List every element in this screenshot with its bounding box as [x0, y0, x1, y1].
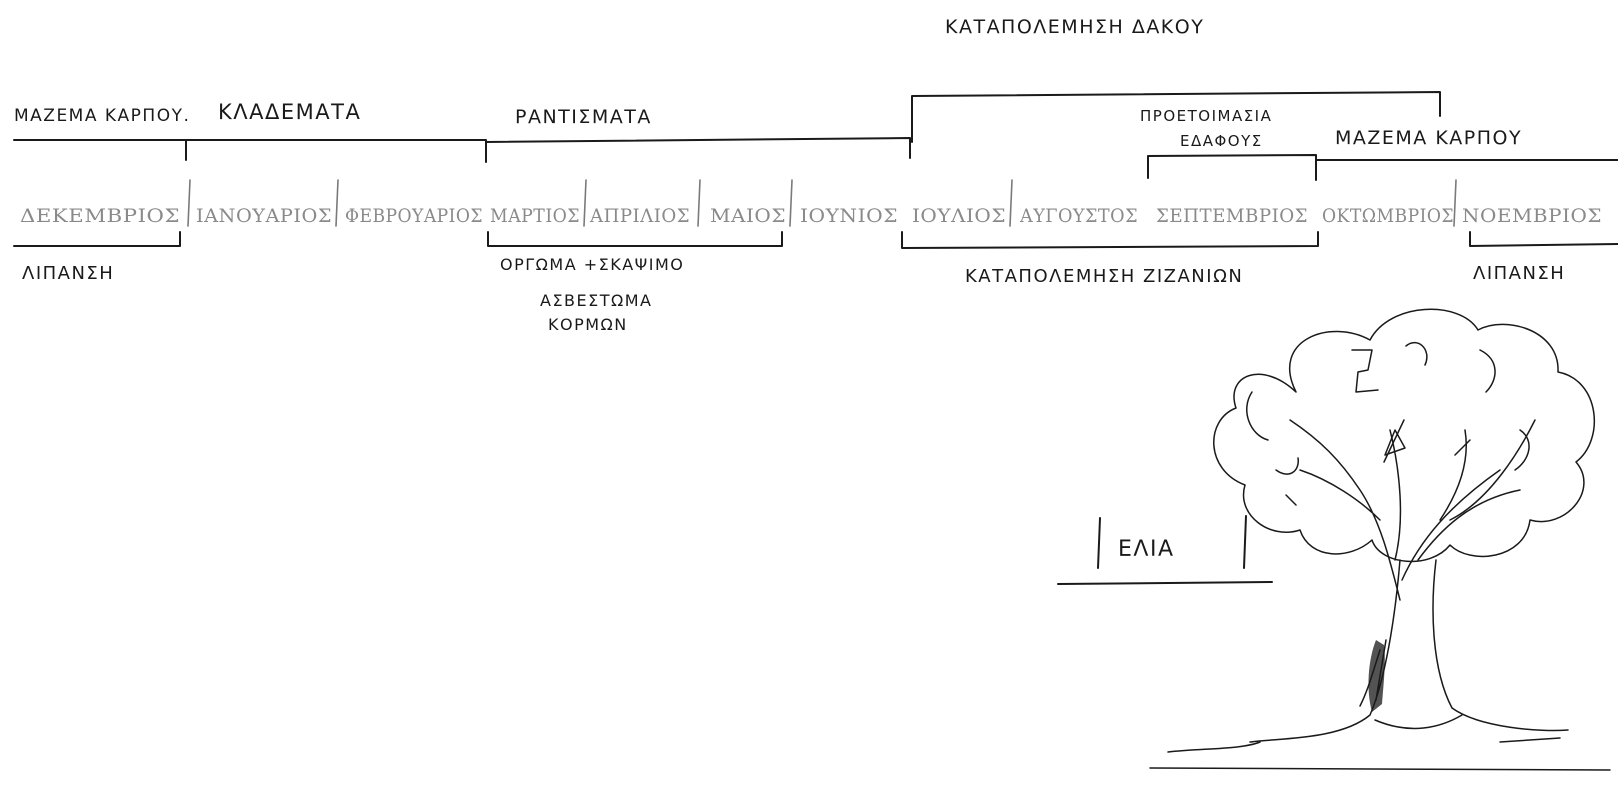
month-separator — [187, 179, 191, 227]
pruning-line — [185, 139, 487, 163]
watering-label: ΟΡΓΩΜΑ +ΣΚΑΨΙΜΟ — [500, 255, 684, 274]
diagram-title: ΚΑΤΑΠΟΛΕΜΗΣΗ ΔΑΚΟΥ — [945, 16, 1204, 38]
weed-control-label: ΚΑΤΑΠΟΛΕΜΗΣΗ ΖΙΖΑΝΙΩΝ — [965, 266, 1243, 287]
month-row: ΔΕΚΕΜΒΡΙΟΣ ΙΑΝΟΥΑΡΙΟΣ ΦΕΒΡΟΥΑΡΙΟΣ ΜΑΡΤΙΟ… — [20, 179, 1602, 227]
soil-prep-label-line1: ΠΡΟΕΤΟΙΜΑΣΙΑ — [1140, 107, 1272, 125]
month-label: ΟΚΤΩΜΒΡΙΟΣ — [1322, 205, 1454, 227]
harvest-left-line — [13, 139, 187, 161]
month-label: ΝΟΕΜΒΡΙΟΣ — [1462, 205, 1602, 227]
weed-control-bracket — [901, 231, 1319, 249]
top-timeline — [13, 91, 1618, 181]
month-separator — [789, 179, 793, 227]
fertilizing-label-right: ΛΙΠΑΝΣΗ — [1473, 263, 1565, 284]
spraying-line — [485, 137, 911, 159]
olive-tree-icon — [1149, 308, 1611, 771]
harvest-label-right: ΜΑΖΕΜΑ ΚΑΡΠΟΥ — [1335, 127, 1522, 149]
pruning-label: ΚΛΑΔΕΜΑΤΑ — [218, 100, 361, 124]
month-label: ΑΠΡΙΛΙΟΣ — [589, 205, 690, 227]
liming-label-line2: ΚΟΡΜΩΝ — [548, 315, 628, 334]
fertilize-right-bracket — [1469, 231, 1618, 247]
watering-bracket — [487, 231, 783, 247]
harvest-label-left: ΜΑΖΕΜΑ ΚΑΡΠΟΥ. — [14, 106, 190, 126]
month-label: ΙΟΥΛΙΟΣ — [912, 205, 1006, 227]
soil-prep-bracket — [1147, 154, 1317, 181]
month-label: ΣΕΠΤΕΜΒΡΙΟΣ — [1156, 205, 1308, 227]
month-label: ΙΑΝΟΥΑΡΙΟΣ — [196, 205, 332, 227]
month-label: ΔΕΚΕΜΒΡΙΟΣ — [20, 205, 180, 227]
liming-label-line1: ΑΣΒΕΣΤΩΜΑ — [540, 291, 653, 310]
fertilize-left-bracket — [13, 231, 181, 247]
month-separator — [1009, 179, 1013, 227]
olive-sign: ΕΛΙΑ — [1057, 515, 1273, 585]
month-label: ΜΑΙΟΣ — [710, 205, 786, 227]
month-label: ΙΟΥΝΙΟΣ — [800, 205, 898, 227]
month-label: ΑΥΓΟΥΣΤΟΣ — [1019, 205, 1138, 227]
bottom-timeline — [13, 231, 1618, 249]
month-separator — [697, 179, 701, 227]
month-separator — [583, 179, 587, 227]
sign-label: ΕΛΙΑ — [1118, 537, 1175, 562]
month-label: ΜΑΡΤΙΟΣ — [490, 205, 580, 227]
month-separator — [335, 179, 339, 227]
soil-prep-label-line2: ΕΔΑΦΟΥΣ — [1180, 132, 1263, 150]
month-separator — [1453, 179, 1457, 227]
dacus-bracket — [911, 91, 1441, 143]
fertilizing-label-left: ΛΙΠΑΝΣΗ — [22, 263, 114, 284]
spraying-label: ΡΑΝΤΙΣΜΑΤΑ — [515, 106, 652, 128]
month-label: ΦΕΒΡΟΥΑΡΙΟΣ — [345, 205, 483, 227]
